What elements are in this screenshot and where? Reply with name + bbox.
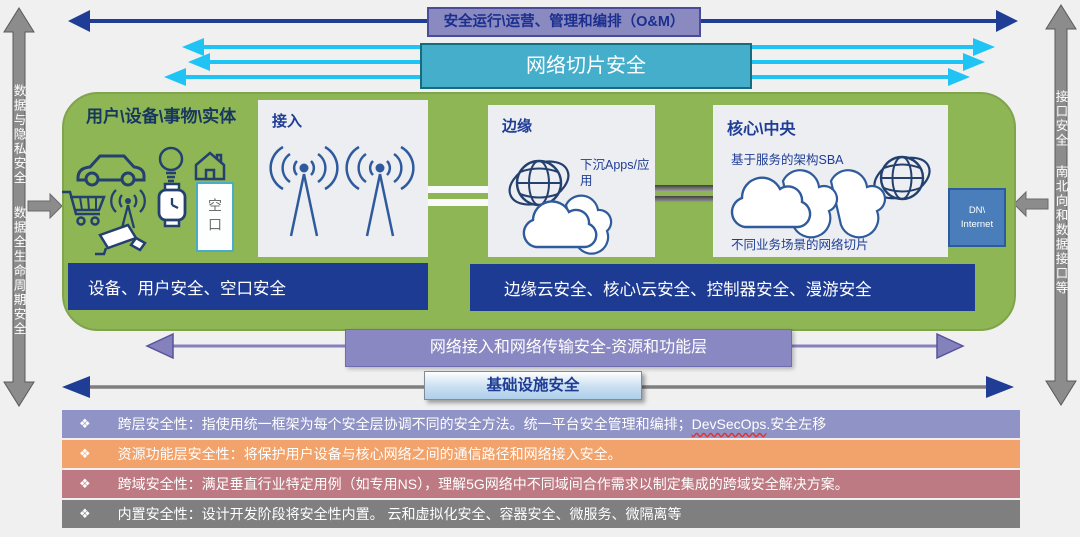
house-icon	[194, 151, 226, 181]
data-privacy-vertical-arrow	[3, 7, 35, 407]
access-panel-title: 接入	[272, 113, 303, 130]
cross-layer-security-row: ❖ 跨层安全性：指使用统一框架为每个安全层协调不同的安全方法。统一平台安全管理和…	[62, 410, 1020, 438]
antenna-icon	[269, 145, 339, 237]
antenna-icon	[345, 145, 415, 237]
cross-layer-security-text: 跨层安全性：指使用统一框架为每个安全层协调不同的安全方法。统一平台安全管理和编排…	[118, 414, 827, 434]
access-panel: 接入	[258, 100, 428, 257]
edge-core-link	[655, 185, 713, 191]
interface-security-vertical-arrow	[1045, 4, 1077, 406]
globe-icon	[508, 159, 570, 207]
network-slice-security-banner: 网络切片安全	[420, 43, 752, 89]
bulb-icon	[158, 146, 184, 183]
smartwatch-icon	[157, 182, 187, 228]
slice-scenarios-label: 不同业务场景的网络切片	[731, 238, 869, 252]
device-security-bar: 设备、用户安全、空口安全	[68, 263, 428, 310]
globe-icon	[873, 155, 931, 201]
resource-layer-security-text: 资源功能层安全性：将保护用户设备与核心网络之间的通信路径和网络接入安全。	[117, 446, 622, 462]
resource-layer-security-row: ❖ 资源功能层安全性：将保护用户设备与核心网络之间的通信路径和网络接入安全。	[62, 440, 1020, 468]
radio-tower-icon	[110, 189, 146, 229]
internet-label: Internet	[960, 218, 994, 230]
cross-layer-text-pre: 跨层安全性：指使用统一框架为每个安全层协调不同的安全方法。统一平台安全管理和编排…	[117, 416, 692, 432]
sba-label: 基于服务的架构SBA	[731, 153, 844, 167]
cart-icon	[62, 190, 106, 226]
data-privacy-label: 数据与隐私安全	[11, 84, 26, 186]
edge-panel-title: 边缘	[502, 118, 533, 135]
devsecops-term: DevSecOps	[691, 416, 767, 432]
cctv-camera-icon	[95, 223, 147, 256]
cloud-security-bar: 边缘云安全、核心\云安全、控制器安全、漫游安全	[470, 264, 975, 311]
right-inbound-arrow	[1013, 190, 1049, 218]
built-in-security-row: ❖ 内置安全性：设计开发阶段将安全性内置。 云和虚拟化安全、容器安全、微服务、微…	[62, 500, 1020, 528]
cross-layer-text-post: .安全左移	[766, 416, 827, 432]
entities-label: 用户\设备\事物\实体	[86, 107, 237, 126]
edge-panel: 边缘 下沉Apps/应用	[488, 105, 655, 257]
dn-label: DN\	[968, 205, 986, 217]
interface-security-label: 接口安全	[1053, 90, 1068, 148]
access-edge-link	[428, 186, 488, 193]
diamond-bullet-icon: ❖	[79, 506, 91, 521]
diamond-bullet-icon: ❖	[79, 416, 91, 431]
cloud-icon	[522, 194, 613, 255]
cross-domain-security-text: 跨域安全性：满足垂直行业特定用例（如专用NS），理解5G网络中不同域间合作需求以…	[117, 476, 849, 492]
core-panel: 核心\中央 基于服务的架构SBA 不同业务场景的网络切片	[713, 105, 948, 257]
diamond-bullet-icon: ❖	[79, 476, 91, 491]
left-inbound-arrow	[27, 192, 63, 220]
access-edge-link	[428, 199, 488, 206]
data-lifecycle-label: 数据全生命周期安全	[11, 206, 26, 337]
core-panel-title: 核心\中央	[727, 121, 796, 138]
infrastructure-security-banner: 基础设施安全	[424, 371, 642, 400]
car-icon	[76, 154, 146, 187]
north-south-interface-label: 南北向和数据接口等	[1053, 165, 1068, 296]
diamond-bullet-icon: ❖	[79, 446, 91, 461]
cross-domain-security-row: ❖ 跨域安全性：满足垂直行业特定用例（如专用NS），理解5G网络中不同域间合作需…	[62, 470, 1020, 498]
cloud-cluster-icon	[730, 169, 887, 239]
transport-security-banner: 网络接入和网络传输安全-资源和功能层	[345, 329, 792, 367]
air-interface-label: 空口	[207, 198, 223, 236]
edge-core-link	[655, 196, 713, 202]
dn-internet-box: DN\ Internet	[948, 188, 1006, 247]
air-interface-box: 空口	[196, 182, 234, 252]
oam-banner: 安全运行\运营、管理和编排（O&M）	[427, 7, 701, 37]
edge-apps-label: 下沉Apps/应用	[580, 158, 650, 188]
built-in-security-text: 内置安全性：设计开发阶段将安全性内置。 云和虚拟化安全、容器安全、微服务、微隔离…	[117, 506, 682, 522]
